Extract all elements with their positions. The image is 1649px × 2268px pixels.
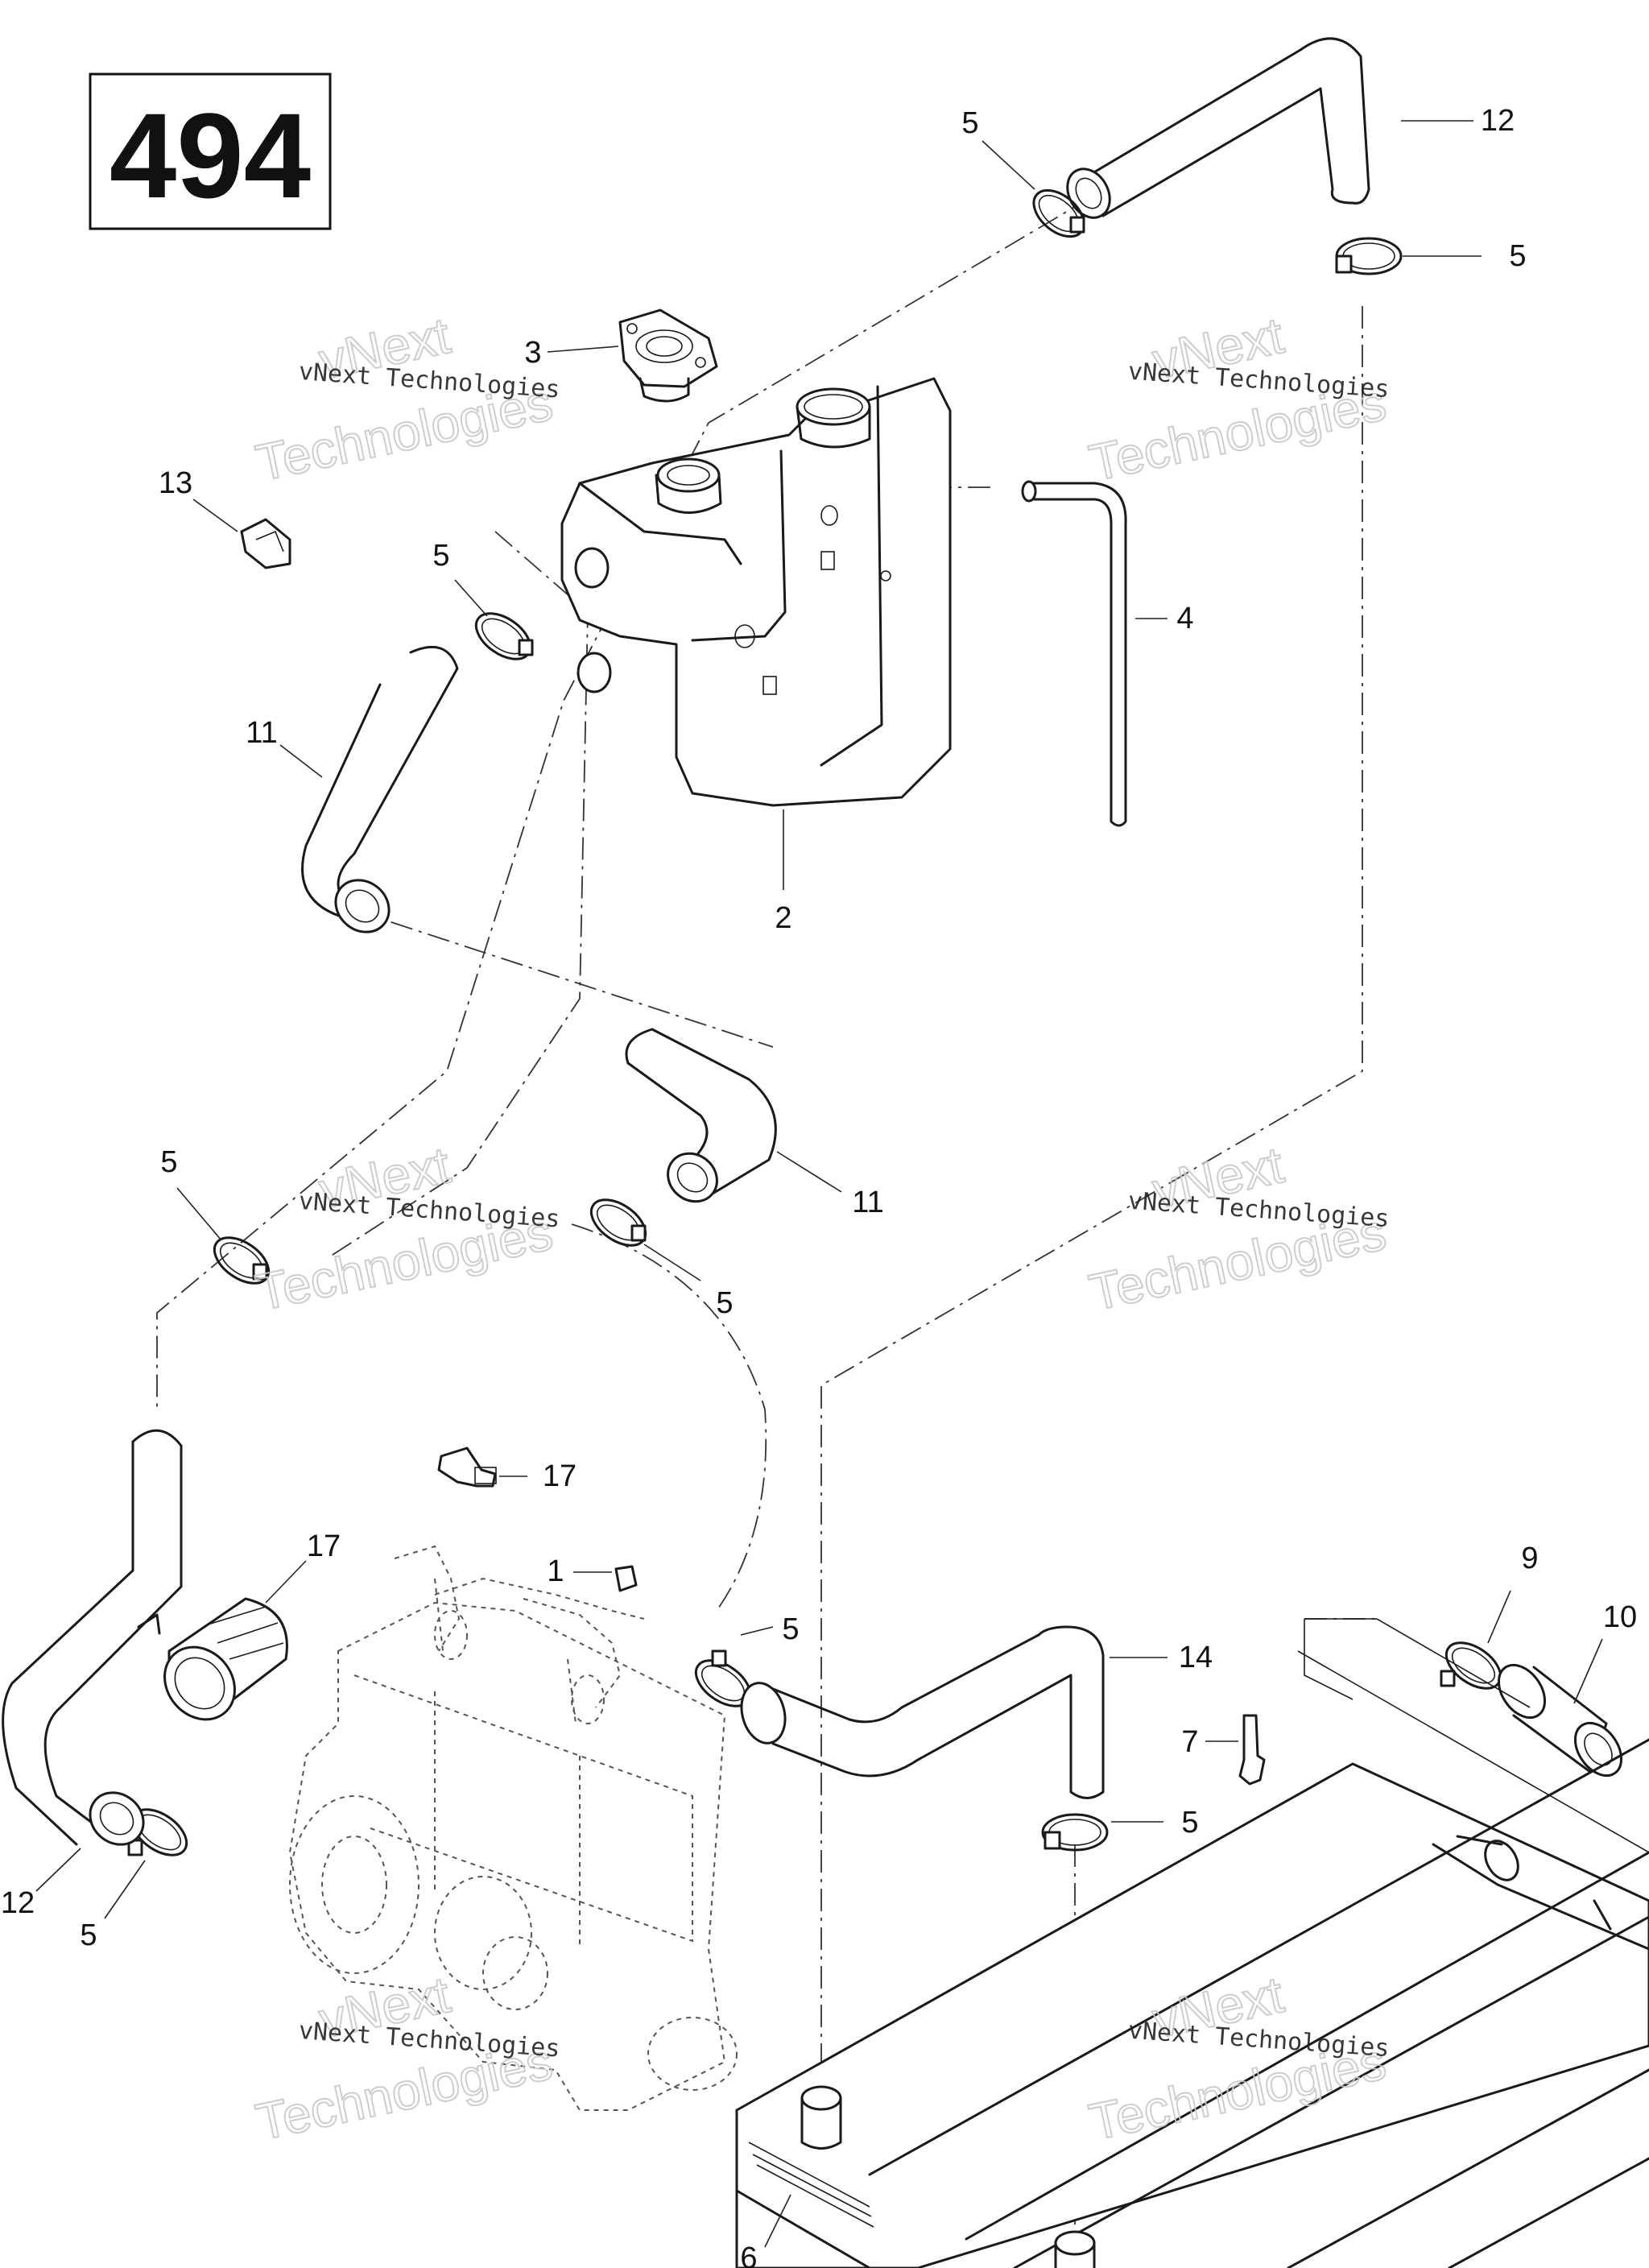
clamp-5g (1041, 1813, 1109, 1852)
cap-3 (618, 308, 718, 403)
callout-16: 17 (543, 1459, 577, 1493)
radiator-6 (735, 1618, 1649, 2268)
reservoir-tank-2 (560, 377, 952, 807)
watermark-mid-right: vNext Technologies vNext Technologies (1084, 1135, 1391, 1322)
callout-5d: 5 (160, 1145, 177, 1179)
plug-1 (614, 1565, 638, 1592)
page-number: 494 (110, 88, 311, 223)
callout-13: 13 (159, 466, 192, 500)
callout-1: 1 (547, 1554, 564, 1588)
page-number-box: 494 (89, 72, 332, 230)
callout-3: 3 (524, 336, 541, 370)
hose-4 (1021, 480, 1127, 827)
fitting-7 (1238, 1714, 1266, 1786)
callout-12: 12 (1, 1886, 35, 1920)
callout-5f: 5 (782, 1612, 799, 1646)
watermark-top-right: vNext Technologies vNext Technologies (1084, 305, 1391, 493)
callout-6: 6 (740, 2241, 757, 2268)
callout-2: 2 (775, 901, 791, 935)
clamp-5c (474, 612, 534, 660)
hose-15 (740, 1625, 1105, 1799)
callout-9: 9 (1521, 1542, 1538, 1575)
callout-4: 4 (1176, 602, 1193, 635)
bracket-13 (240, 518, 291, 569)
hose-14 (1066, 37, 1370, 219)
coupler-17 (163, 1597, 288, 1721)
callout-5a: 5 (961, 106, 978, 140)
callout-5e: 5 (716, 1286, 733, 1320)
clamp-5e (589, 1198, 647, 1247)
watermark-top-left: vNext Technologies vNext Technologies (250, 305, 561, 493)
hose-10 (1497, 1663, 1623, 1778)
callout-7: 7 (1181, 1725, 1198, 1759)
callouts: 12 5 5 3 13 5 4 11 2 11 5 5 17 1 17 5 14 (1, 104, 1637, 2268)
clamp-9 (1440, 1641, 1502, 1690)
callout-5h: 5 (80, 1918, 97, 1952)
callout-15: 14 (1179, 1641, 1213, 1674)
watermark-mid-left: vNext Technologies vNext Technologies (250, 1135, 561, 1322)
callout-17: 17 (307, 1529, 341, 1563)
hose-12 (2, 1429, 183, 1846)
callout-10: 10 (1603, 1600, 1637, 1634)
hose-11-lower (625, 1028, 777, 1203)
callout-5g: 5 (1181, 1806, 1198, 1840)
clamp-5d (213, 1236, 271, 1285)
engine-phantom (288, 1545, 738, 2111)
callout-5b: 5 (1509, 239, 1526, 273)
sensor-16 (437, 1446, 497, 1488)
callout-5c: 5 (432, 539, 449, 573)
hose-11-upper (301, 645, 459, 933)
callout-14: 12 (1481, 104, 1515, 138)
callout-11b: 11 (852, 1186, 883, 1219)
clamp-5a (1032, 188, 1085, 238)
clamp-5b (1335, 237, 1403, 275)
watermark-bottom-left: vNext Technologies vNext Technologies (250, 1964, 561, 2152)
callout-11a: 11 (246, 716, 277, 750)
